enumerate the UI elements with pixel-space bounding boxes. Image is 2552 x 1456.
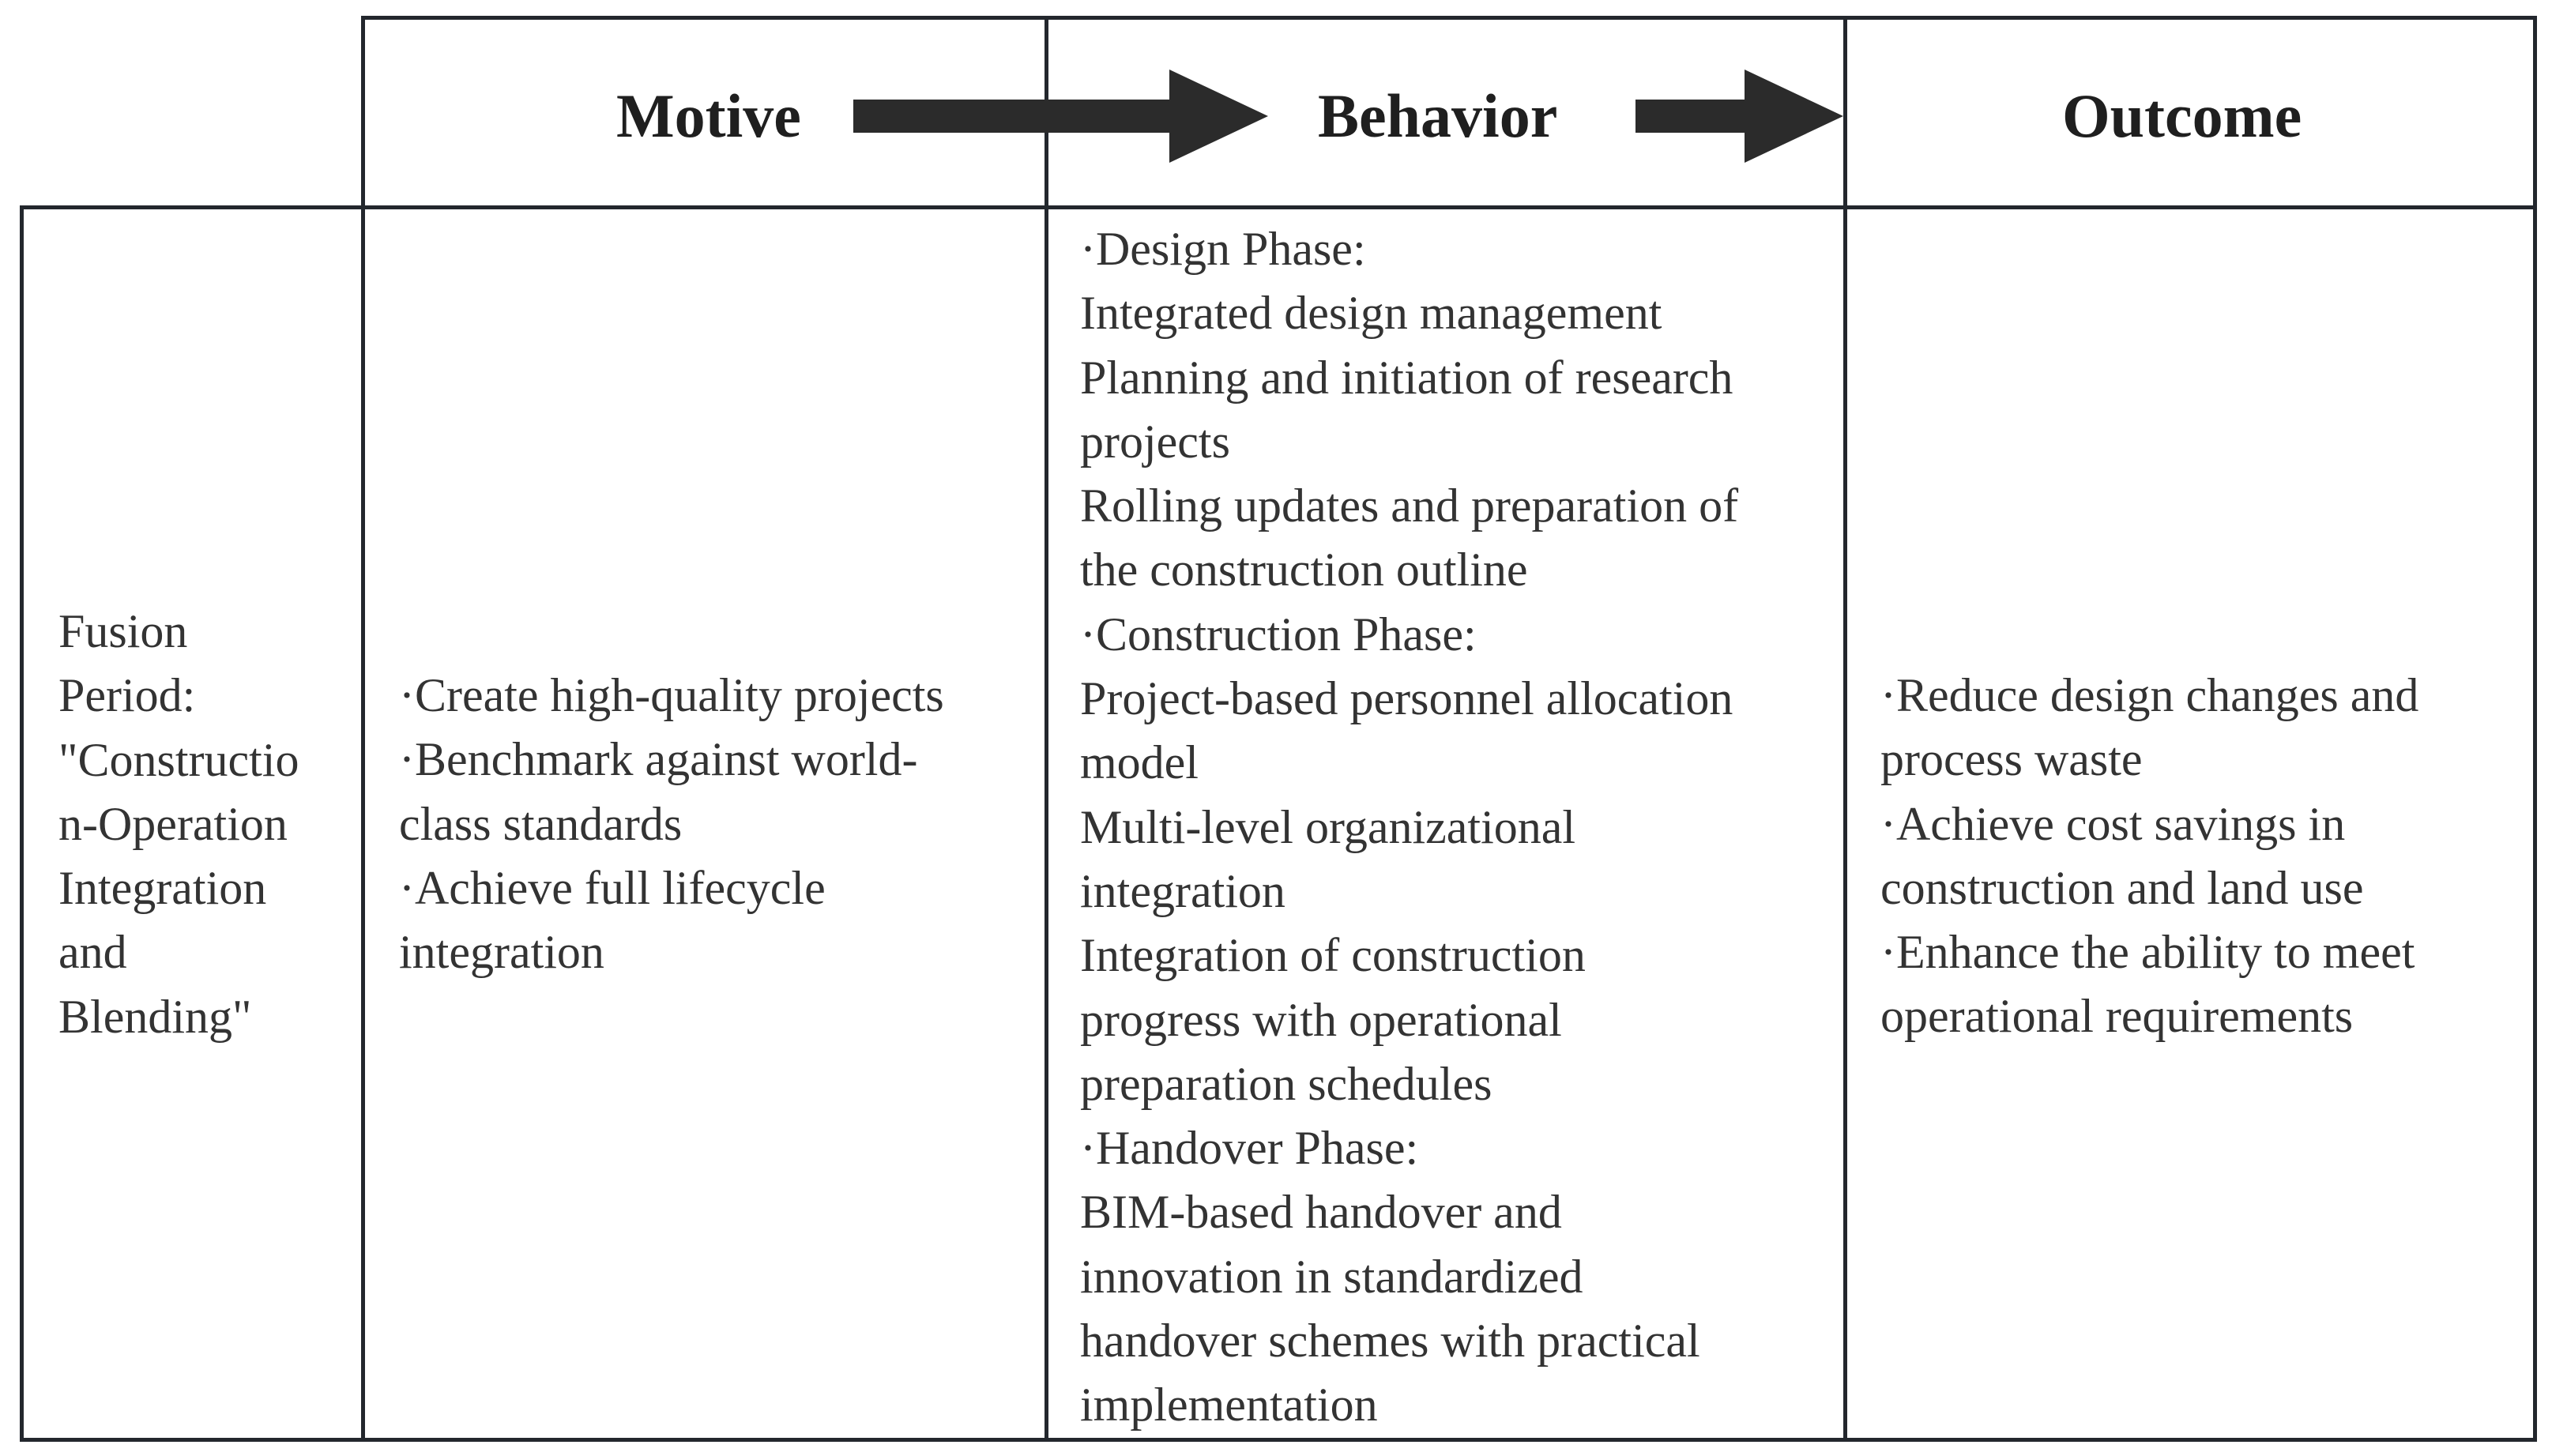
- motive-cell: ·Create high-quality projects ·Benchmark…: [399, 664, 944, 984]
- behavior-line: BIM-based handover and: [1080, 1186, 1562, 1239]
- motive-line: ·Create high-quality projects: [399, 669, 944, 721]
- outcome-line: construction and land use: [1880, 861, 2364, 914]
- outcome-line: ·Reduce design changes and: [1880, 669, 2419, 721]
- motive-line: ·Achieve full lifecycle: [399, 861, 826, 914]
- period-label-line: n-Operation: [58, 797, 288, 850]
- period-label-line: Integration: [58, 862, 267, 915]
- outcome-line: ·Achieve cost savings in: [1880, 797, 2346, 850]
- behavior-line: progress with operational: [1080, 993, 1562, 1046]
- behavior-phase-heading: ·Construction Phase:: [1080, 608, 1477, 660]
- outcome-line: operational requirements: [1880, 990, 2354, 1043]
- behavior-line: projects: [1080, 415, 1230, 468]
- period-label-line: Period:: [58, 669, 196, 722]
- period-label-line: Fusion: [58, 605, 188, 657]
- header-motive: Motive: [616, 81, 801, 150]
- divider-motive-behavior: [1045, 16, 1048, 1442]
- outcome-cell: ·Reduce design changes and process waste…: [1880, 664, 2418, 1049]
- behavior-line: preparation schedules: [1080, 1057, 1492, 1110]
- period-label-line: and: [58, 926, 127, 979]
- behavior-line: Rolling updates and preparation of: [1080, 480, 1739, 532]
- outcome-line: ·Enhance the ability to meet: [1880, 926, 2415, 979]
- period-label-line: "Constructio: [58, 733, 299, 786]
- divider-behavior-outcome: [1843, 16, 1847, 1442]
- divider-label-motive: [361, 205, 365, 1442]
- behavior-line: the construction outline: [1080, 544, 1528, 596]
- outcome-line: process waste: [1880, 733, 2143, 786]
- behavior-phase-heading: ·Design Phase:: [1080, 223, 1366, 275]
- behavior-line: innovation in standardized: [1080, 1250, 1583, 1303]
- header-outcome: Outcome: [2062, 81, 2302, 150]
- behavior-line: integration: [1080, 864, 1285, 917]
- motive-line: class standards: [399, 797, 683, 850]
- behavior-phase-heading: ·Handover Phase:: [1080, 1122, 1419, 1175]
- motive-line: ·Benchmark against world-: [399, 733, 918, 786]
- period-label-line: Blending": [58, 990, 252, 1043]
- behavior-line: Multi-level organizational: [1080, 800, 1576, 853]
- arrow-motive-to-behavior: [853, 70, 1268, 163]
- behavior-cell: ·Design Phase: Integrated design managem…: [1080, 217, 1738, 1438]
- behavior-line: handover schemes with practical: [1080, 1315, 1700, 1368]
- behavior-line: Project-based personnel allocation: [1080, 672, 1733, 725]
- behavior-line: implementation: [1080, 1379, 1378, 1432]
- motive-line: integration: [399, 926, 604, 979]
- period-label: Fusion Period: "Constructio n-Operation …: [58, 600, 299, 1049]
- arrow-behavior-to-outcome: [1635, 70, 1843, 163]
- behavior-line: Integration of construction: [1080, 929, 1586, 982]
- behavior-line: Planning and initiation of research: [1080, 351, 1733, 404]
- body-frame: [20, 205, 2537, 1442]
- behavior-line: model: [1080, 736, 1199, 789]
- header-behavior: Behavior: [1318, 81, 1558, 150]
- behavior-line: Integrated design management: [1080, 287, 1662, 340]
